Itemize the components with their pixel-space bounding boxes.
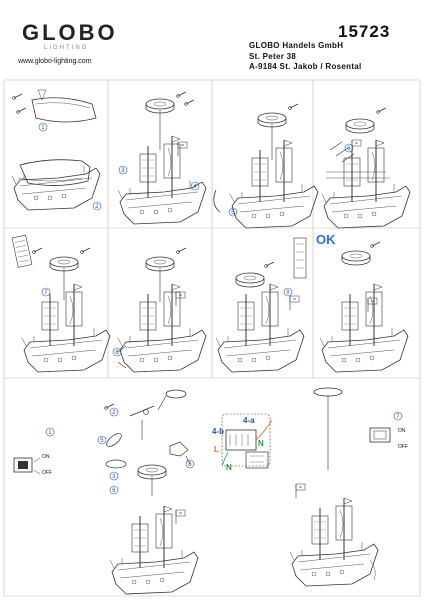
address-company: GLOBO Handels GmbH [249, 41, 344, 50]
svg-text:7: 7 [44, 290, 48, 296]
address-city: A-9184 St. Jakob / Rosental [249, 62, 362, 71]
svg-text:2: 2 [112, 410, 116, 416]
ok-mark: OK [316, 232, 336, 247]
panel-7: 9 [215, 237, 307, 373]
address-street: St. Peter 38 [249, 51, 297, 61]
company-address: GLOBO Handels GmbH St. Peter 38 A-9184 S… [249, 41, 362, 73]
svg-text:2: 2 [95, 204, 99, 210]
brand-logo: GLOBO [22, 20, 118, 45]
svg-text:3: 3 [112, 474, 116, 480]
svg-text:ON: ON [398, 428, 406, 434]
svg-text:ON: ON [42, 454, 50, 460]
website-link[interactable]: www.globo-lighting.com [18, 58, 92, 65]
product-number: 15723 [338, 22, 391, 41]
panel-6: 8 [112, 247, 207, 373]
panel-5: 7 [11, 234, 111, 373]
svg-text:9: 9 [286, 290, 290, 296]
panel-grid [3, 79, 421, 597]
panel-4: 6 [321, 107, 411, 229]
svg-text:OFF: OFF [42, 470, 52, 476]
brand-tagline: LIGHTING [44, 45, 89, 51]
right-switch-icon [369, 427, 391, 443]
svg-text:OFF: OFF [398, 444, 408, 450]
svg-text:5: 5 [231, 210, 235, 216]
panel-3: 5 [213, 103, 319, 229]
svg-text:3: 3 [121, 168, 125, 174]
svg-text:4: 4 [193, 184, 197, 190]
final-assembly: ON OFF 1 2 5 3 6 8 4- [13, 387, 408, 595]
svg-text:L: L [214, 445, 219, 454]
svg-text:6: 6 [112, 488, 116, 494]
svg-text:1: 1 [41, 125, 45, 131]
svg-text:N: N [226, 463, 232, 472]
svg-text:7: 7 [396, 414, 400, 420]
svg-text:6: 6 [347, 146, 351, 152]
svg-text:1: 1 [48, 430, 52, 436]
svg-text:5: 5 [100, 438, 104, 444]
svg-text:8: 8 [188, 462, 192, 468]
svg-text:8: 8 [115, 350, 119, 356]
svg-text:4-a: 4-a [243, 416, 255, 425]
svg-text:N: N [258, 439, 264, 448]
svg-text:4-b: 4-b [212, 427, 224, 436]
panel-1: 1 2 [11, 89, 102, 211]
panel-8 [319, 241, 409, 373]
left-switch-icon [13, 457, 33, 473]
panel-2: 3 4 [117, 91, 207, 225]
